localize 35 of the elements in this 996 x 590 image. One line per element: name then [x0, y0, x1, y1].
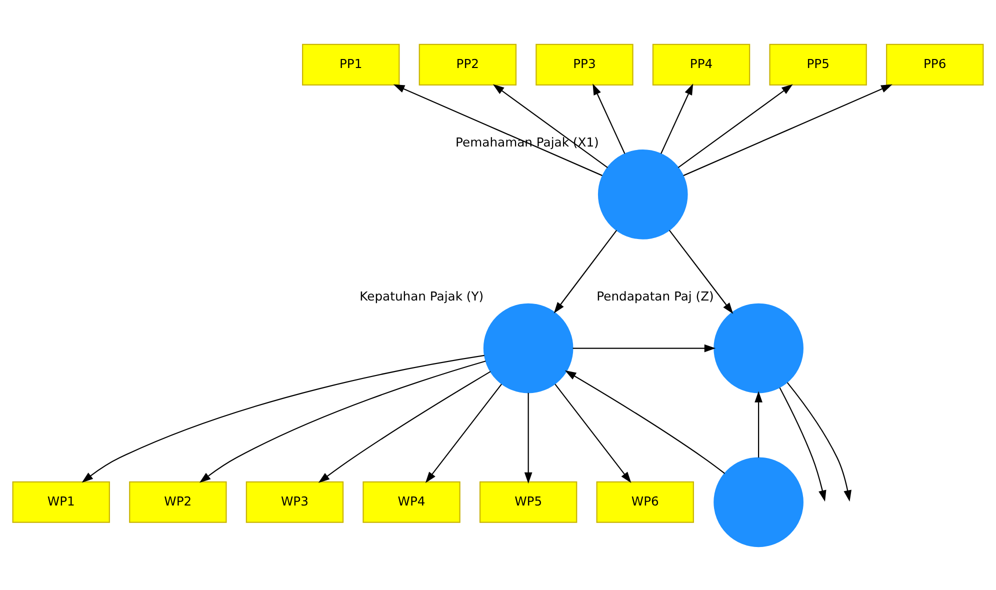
node-box: WP5 [479, 480, 578, 522]
node-box: WP4 [362, 480, 460, 522]
node-box: PP3 [536, 43, 634, 85]
node-box: WP3 [246, 480, 344, 522]
arrow [754, 390, 762, 458]
arrow [524, 392, 532, 484]
node-box: WP2 [129, 480, 227, 522]
node-box: PP2 [418, 43, 517, 85]
arrow [779, 387, 826, 502]
node-circle [714, 456, 804, 547]
arrow [683, 84, 892, 176]
arrow [393, 84, 602, 176]
arrow [660, 83, 694, 154]
node-box: PP1 [302, 43, 400, 85]
arrow [786, 382, 852, 502]
arrow [572, 344, 716, 352]
node-box: WP6 [596, 480, 694, 522]
arrow [554, 383, 632, 483]
arrow [82, 354, 484, 482]
node-circle [598, 149, 688, 239]
arrow [554, 230, 618, 313]
node-label: Kepatuhan Pajak (Y) [360, 288, 484, 303]
node-box: PP6 [886, 43, 984, 85]
arrow [592, 83, 626, 154]
arrow [492, 84, 608, 168]
node-label: Pendapatan Paj (Z) [596, 288, 714, 303]
arrow [678, 84, 793, 168]
arrow [668, 229, 734, 314]
arrow [564, 370, 725, 474]
arrow [425, 383, 502, 483]
node-box: PP5 [769, 43, 867, 85]
arrow [199, 360, 486, 482]
node-box: PP4 [652, 43, 750, 85]
arrow [318, 370, 491, 482]
node-box: WP1 [12, 480, 110, 522]
